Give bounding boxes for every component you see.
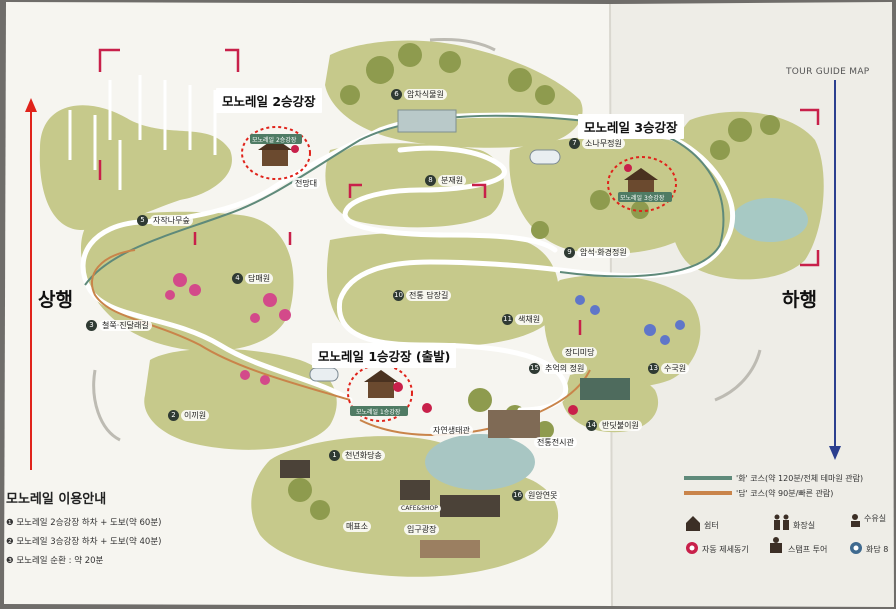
guide-line-1: ❶ 모노레일 2승강장 하차 + 도보(약 60분) [6,518,162,528]
callout-monorail-3: 모노레일 3승강장 [578,114,684,139]
legend-nursing-label: 수유실 [864,514,887,523]
firefly-dome [580,378,630,400]
legend-nursing-icon [851,514,860,527]
station-sign-boards [250,134,672,416]
birch-trees [68,75,217,190]
eco-hall [488,410,540,438]
monorail-cars [309,149,561,382]
legend-rest-label: 쉼터 [704,521,719,530]
label-cafe-shop: CAFE&SHOP [398,505,441,512]
entrance-buildings [280,460,500,558]
station-sign-1: 모노레일 1승강장 [356,409,401,416]
land-birch-forest [39,105,232,230]
direction-up-label: 상행 [38,289,73,311]
legend-course-green: '화' 코스(약 120분/전체 테마원 관람) [736,474,864,483]
aed-markers [291,145,632,415]
guide-line-2: ❷ 모노레일 3승강장 하차 + 도보(약 40분) [6,537,162,547]
label-eco-hall: 자연생태관 [430,425,473,436]
legend-course-orange: '담' 코스(약 90분/빠른 관람) [736,489,834,498]
highlight-station-2 [241,126,311,180]
label-observatory: 전망대 [292,178,321,189]
legend-stamp-label: 스탬프 투어 [788,545,828,554]
legend-photo-icon [850,542,862,554]
label-ticket-office: 매표소 [343,521,372,532]
station-sign-2: 모노레일 2승강장 [252,137,297,144]
up-arrow-head [25,98,37,112]
callout-monorail-1: 모노레일 1승강장 (출발) [312,343,457,368]
station-sign-3: 모노레일 3승강장 [620,195,665,202]
hydrangea-flowers [575,295,685,345]
pond-right [732,198,808,242]
legend-stamp-icon [770,537,782,553]
station-buildings [258,138,658,398]
legend-rest-icon [686,516,700,531]
greenhouse [397,109,457,133]
label-entrance-plaza: 입구광장 [404,524,440,535]
callout-monorail-2: 모노레일 2승강장 [216,88,322,113]
label-exhibition-hall: 전통전시관 [534,437,577,448]
station-frames [98,48,820,335]
legend-aed-label: 자동 제세동기 [702,545,749,554]
legend-photo-label: 화담 8 [866,545,889,554]
highlight-station-1 [347,364,413,422]
legend-toilet-icon [774,514,789,530]
mandarin-pond [425,434,535,490]
legend-aed-icon [686,542,698,554]
down-arrow-head [829,446,841,460]
azalea-flowers [165,273,291,385]
label-jangdokdae: 장디미당 [562,347,598,358]
land-wall [326,232,559,347]
flow-arrows [92,38,762,442]
guide-line-3: ❸ 모노레일 순환 : 약 20분 [6,556,104,566]
course-green-path [84,114,725,286]
tour-guide-map-label: TOUR GUIDE MAP [786,67,870,77]
legend-toilet-label: 화장실 [793,521,816,530]
station-highlights [241,126,677,422]
direction-down-label: 하행 [782,289,817,311]
land-moss [144,348,337,450]
land-bonsai [325,143,504,228]
guide-title: 모노레일 이용안내 [6,492,107,507]
highlight-station-3 [607,156,677,212]
